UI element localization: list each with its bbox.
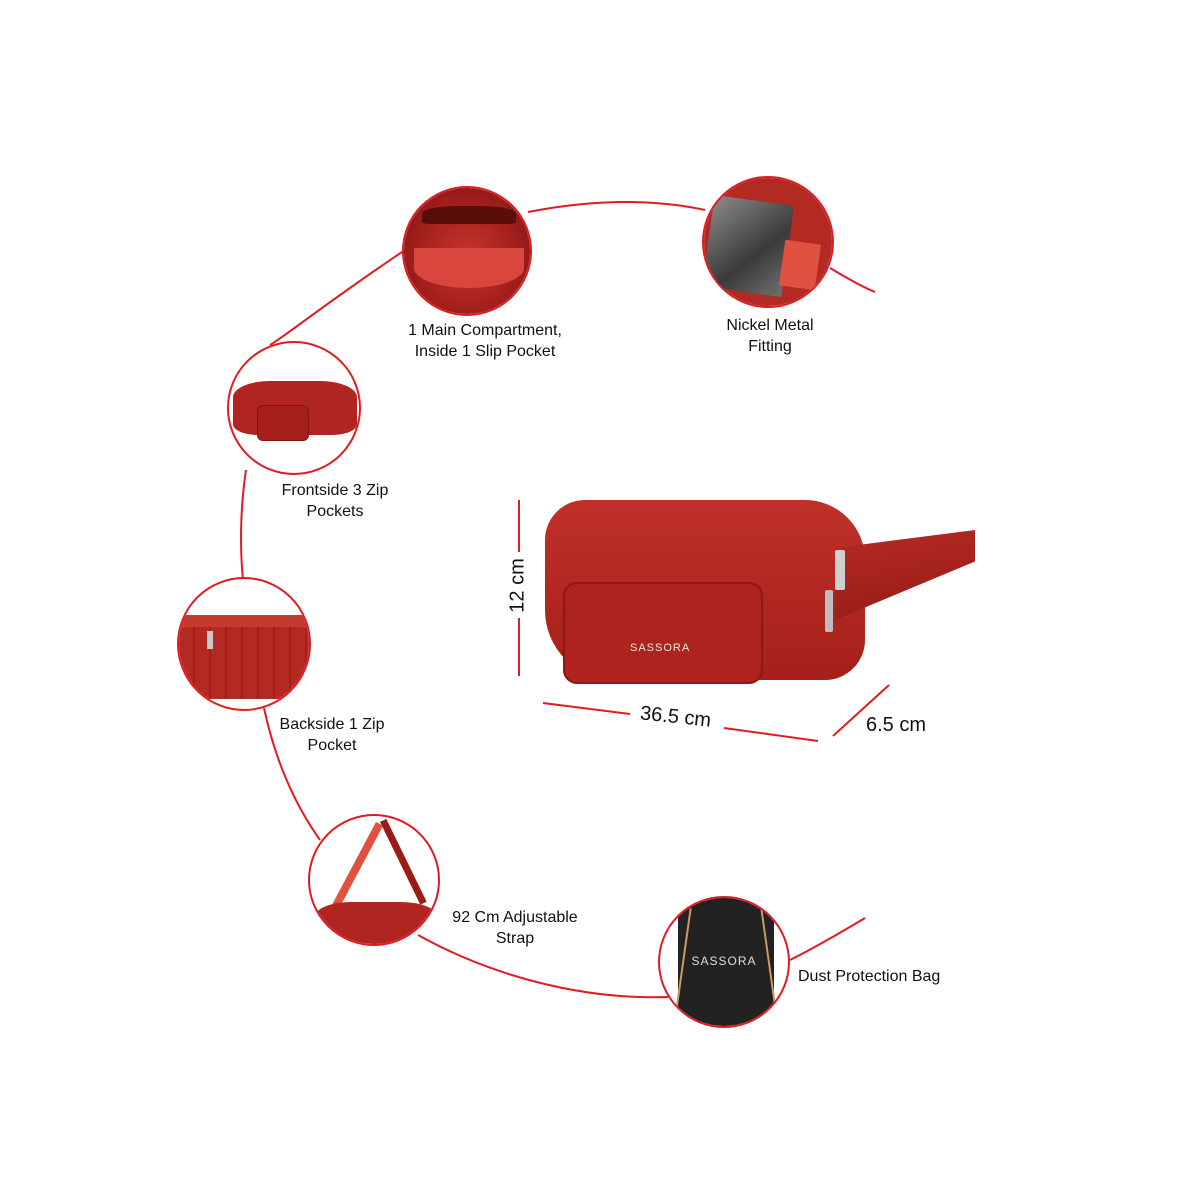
feature-image-main-compartment — [402, 186, 532, 316]
feature-label-dust-bag: Dust Protection Bag — [798, 968, 941, 985]
feature-label-nickel-fitting: Nickel Metal Fitting — [726, 317, 814, 355]
dimension-width: 36.5 cm — [639, 702, 713, 732]
dimension-height: 12 cm — [506, 558, 529, 613]
feature-label-front-pockets: Frontside 3 Zip Pockets — [281, 482, 389, 520]
dimension-depth: 6.5 cm — [866, 714, 927, 736]
product-brand-logo: SASSORA — [630, 642, 691, 654]
feature-image-front-pockets — [227, 341, 361, 475]
dust-bag-brand: SASSORA — [691, 954, 757, 968]
feature-label-back-pocket: Backside 1 Zip Pocket — [279, 716, 385, 754]
feature-image-dust-bag: SASSORA — [658, 896, 790, 1028]
feature-image-nickel-fitting — [702, 176, 834, 308]
feature-image-strap — [308, 814, 440, 946]
feature-label-main-compartment: 1 Main Compartment, Inside 1 Slip Pocket — [408, 322, 562, 360]
product-image-bag: SASSORA — [535, 490, 975, 695]
feature-image-back-pocket — [177, 577, 311, 711]
feature-label-strap: 92 Cm Adjustable Strap — [452, 909, 578, 947]
